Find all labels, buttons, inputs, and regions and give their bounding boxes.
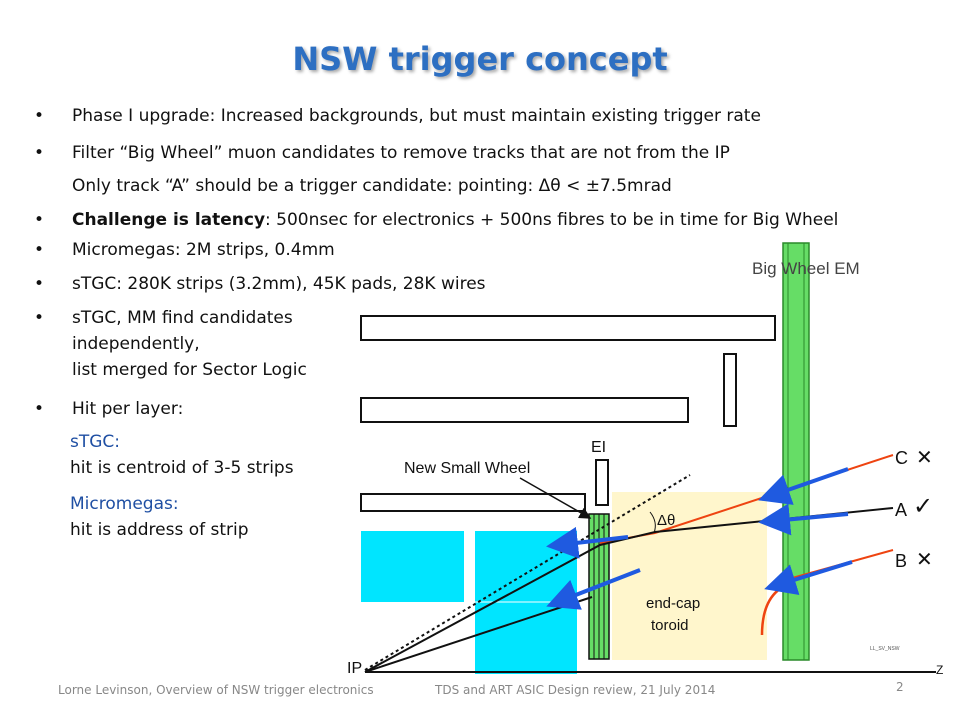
end-cap-toroid-region <box>612 492 767 660</box>
bullet-filter-subline: Only track “A” should be a trigger candi… <box>72 176 672 196</box>
bullet-dot: • <box>34 106 45 126</box>
ei-label: EI <box>591 439 606 456</box>
bullet-text: Challenge is latency: 500nsec for electr… <box>72 208 838 232</box>
latency-rest: : 500nsec for electronics + 500ns fibres… <box>265 210 839 230</box>
toroid-label-line2: toroid <box>651 617 689 634</box>
nsw-pointer <box>519 477 592 519</box>
mm-hit-label: Micromegas: <box>70 494 179 514</box>
dtheta-arc <box>649 511 656 534</box>
candidates-line3: list merged for Sector Logic <box>72 360 307 380</box>
page-number: 2 <box>896 680 904 694</box>
candidates-line2: independently, <box>72 334 200 354</box>
mm-hit-text: hit is address of strip <box>70 520 249 540</box>
calorimeter-block <box>361 531 464 602</box>
bullet-text: Phase I upgrade: Increased backgrounds, … <box>72 106 761 126</box>
bullet-text: sTGC: 280K strips (3.2mm), 45K pads, 28K… <box>72 274 486 294</box>
track-c-reject-icon: ✕ <box>916 447 933 469</box>
arrow-a-bigwheel <box>758 503 849 536</box>
dtheta-label: Δθ <box>657 512 675 529</box>
arrow-c-bigwheel <box>758 467 849 505</box>
middle-chamber <box>723 353 737 427</box>
bullet-text: Micromegas: 2M strips, 0.4mm <box>72 240 335 260</box>
arrow-nsw-upper <box>546 526 629 559</box>
footer-event: TDS and ART ASIC Design review, 21 July … <box>435 683 716 697</box>
track-b-reject-icon: ✕ <box>916 549 933 571</box>
slide-title: NSW trigger concept <box>292 40 668 78</box>
bullet-dot: • <box>34 308 45 328</box>
track-b-label: B <box>895 551 907 571</box>
big-wheel-label: Big Wheel EM <box>752 259 860 278</box>
stgc-hit-text: hit is centroid of 3-5 strips <box>70 458 294 478</box>
ei-chamber <box>595 459 609 506</box>
outer-chamber <box>360 315 776 341</box>
z-axis-label: Z <box>936 663 943 677</box>
bullet-dot: • <box>34 143 45 163</box>
bullet-dot: • <box>34 210 45 230</box>
toroid-label-line1: end-cap <box>646 595 700 612</box>
big-wheel-em <box>782 242 810 661</box>
arrow-nsw-lower <box>546 568 641 610</box>
small-chamber <box>360 493 586 512</box>
nsw-label: New Small Wheel <box>404 460 530 477</box>
track-a-label: A <box>895 500 907 520</box>
bullet-text: sTGC, MM find candidates <box>72 308 293 328</box>
latency-bold: Challenge is latency <box>72 210 266 230</box>
ip-label: IP <box>347 660 362 677</box>
bullet-dot: • <box>34 274 45 294</box>
footer-author: Lorne Levinson, Overview of NSW trigger … <box>58 683 374 697</box>
bullet-dot: • <box>34 240 45 260</box>
inner-chamber <box>360 397 689 423</box>
bullet-dot: • <box>34 399 45 419</box>
track-a-accept-icon: ✓ <box>913 493 933 520</box>
stgc-hit-label: sTGC: <box>70 432 121 452</box>
bullet-text: Filter “Big Wheel” muon candidates to re… <box>72 143 730 163</box>
bullet-text: Hit per layer: <box>72 399 184 419</box>
arrow-b-bigwheel <box>764 560 853 596</box>
track-c-label: C <box>895 448 908 468</box>
diagram-tag: LL_SV_NSW <box>870 646 900 652</box>
